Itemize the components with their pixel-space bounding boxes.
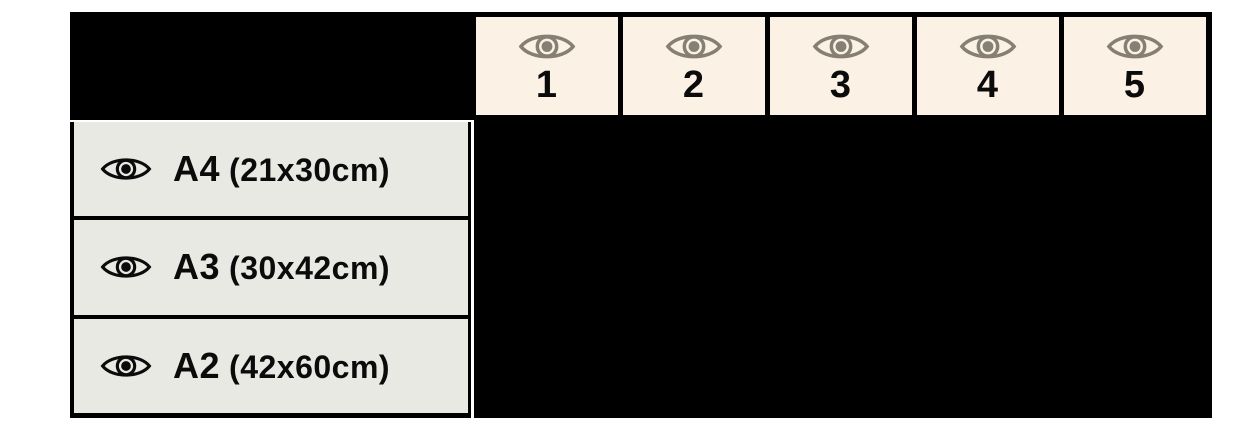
row-label: A3(30x42cm) (173, 246, 390, 288)
row-label: A4(21x30cm) (173, 148, 390, 190)
eye-icon (666, 34, 722, 58)
eye-icon (519, 34, 575, 58)
row-header-a3[interactable]: A3(30x42cm) (74, 220, 468, 315)
row-header-a2[interactable]: A2(42x60cm) (74, 318, 468, 413)
paper-size: A3 (173, 246, 221, 288)
paper-size: A4 (173, 148, 221, 190)
eye-icon (101, 355, 151, 377)
column-header-4[interactable]: 4 (917, 17, 1059, 115)
eye-icon (960, 34, 1016, 58)
column-number: 5 (1123, 63, 1147, 106)
column-number: 3 (829, 63, 853, 106)
eye-icon (101, 256, 151, 279)
paper-dimensions: (42x60cm) (229, 348, 391, 385)
eye-icon (813, 34, 869, 58)
column-header-row: 1 2 3 4 5 (476, 17, 1206, 115)
column-number: 1 (535, 63, 559, 106)
row-header-column: A4(21x30cm) A3(30x42cm) A2(42x60cm) (70, 122, 471, 418)
column-number: 2 (682, 63, 706, 106)
paper-size: A2 (173, 344, 221, 386)
paper-dimensions: (21x30cm) (229, 152, 391, 189)
eye-icon (101, 158, 151, 180)
row-label: A2(42x60cm) (173, 345, 390, 387)
eye-icon (1107, 34, 1163, 58)
column-number: 4 (976, 63, 1000, 106)
row-header-a4[interactable]: A4(21x30cm) (74, 122, 468, 217)
matrix-body-blackout (474, 120, 1212, 418)
column-header-strip: 1 2 3 4 5 (70, 12, 1212, 120)
column-header-3[interactable]: 3 (770, 17, 912, 115)
corner-cell (70, 12, 476, 120)
column-header-2[interactable]: 2 (623, 17, 765, 115)
column-header-5[interactable]: 5 (1064, 17, 1206, 115)
paper-dimensions: (30x42cm) (229, 250, 391, 287)
column-header-1[interactable]: 1 (476, 17, 618, 115)
